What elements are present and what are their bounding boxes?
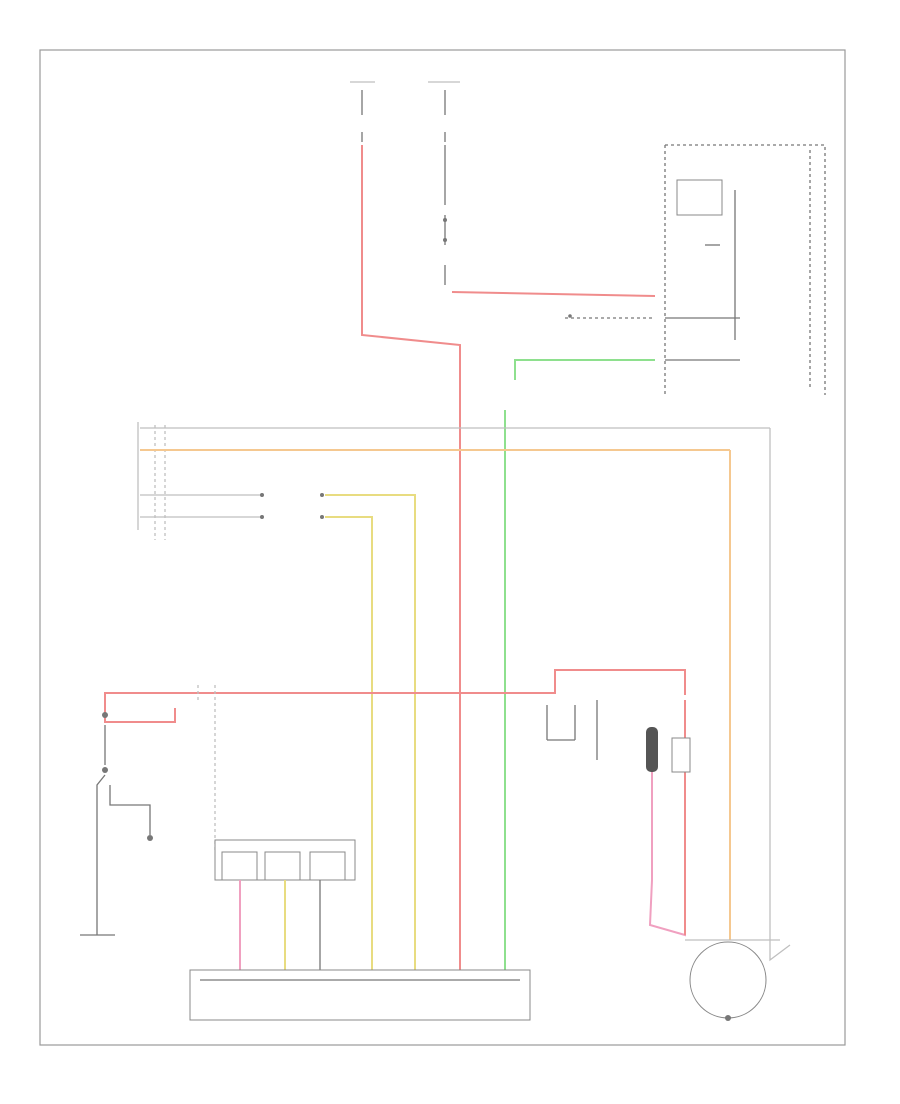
battery-current-sensor bbox=[214, 839, 356, 881]
body-control-module bbox=[189, 969, 531, 1021]
diagram-frame bbox=[39, 49, 846, 1046]
left-connector-block bbox=[137, 422, 771, 940]
wire-red-fuse-a bbox=[361, 145, 461, 985]
wire-red-bus bbox=[104, 692, 535, 715]
fusible-link-element bbox=[646, 700, 691, 937]
fuse-box-small bbox=[671, 737, 691, 773]
wire-battery-down bbox=[96, 774, 106, 935]
fuse-a bbox=[350, 81, 375, 142]
wire-green-ecm bbox=[514, 359, 655, 380]
bcm-box bbox=[189, 969, 531, 1021]
starter-motor bbox=[535, 669, 686, 760]
ecm-module bbox=[664, 144, 826, 395]
generator bbox=[685, 939, 791, 1021]
wire-yellow-2 bbox=[325, 516, 373, 985]
wire-yellow-1 bbox=[325, 494, 416, 985]
fuse-b bbox=[428, 81, 460, 142]
ecm-relay-box bbox=[676, 179, 723, 216]
battery-fuse-cluster bbox=[80, 708, 176, 936]
wire-red-to-ecm bbox=[451, 291, 656, 297]
